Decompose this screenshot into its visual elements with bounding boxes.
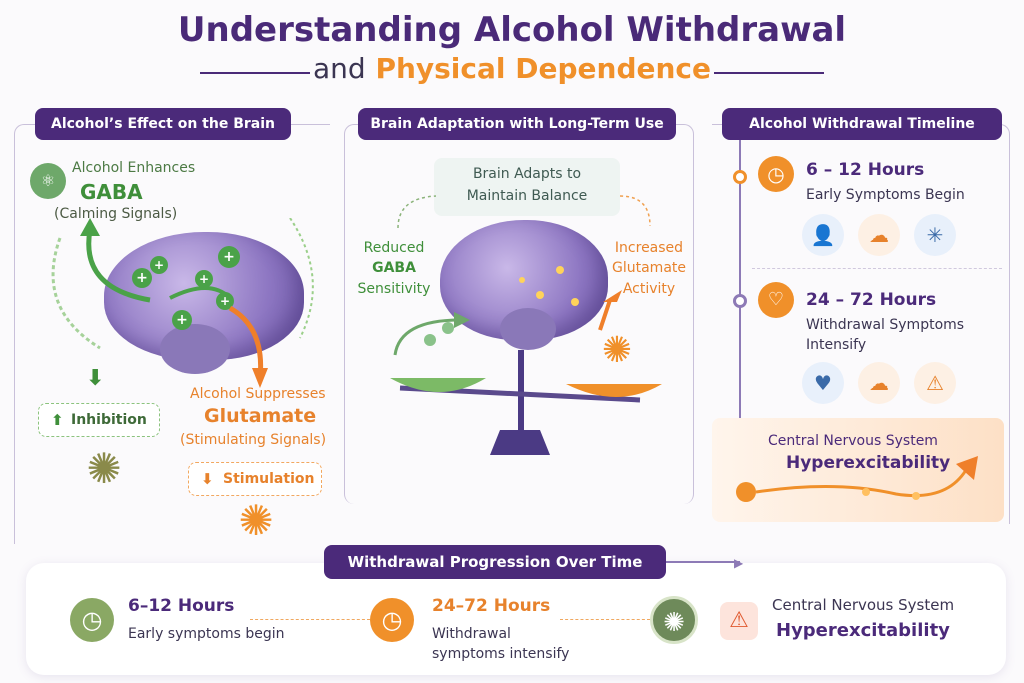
alcohol-enhances-label: Alcohol Enhances <box>72 160 196 176</box>
stimulation-label: Stimulation <box>223 471 315 487</box>
neuron-icon: ✺ <box>650 596 698 644</box>
step3-line1: Central Nervous System <box>772 596 955 614</box>
plus-icon: + <box>195 270 213 288</box>
step2-desc-line1: Withdrawal <box>432 626 511 642</box>
cns-neuron-path <box>736 456 978 502</box>
subtitle-and: and <box>313 52 366 85</box>
arrow-down-icon: ⬇ <box>201 470 214 488</box>
increased-line2: Glutamate <box>612 260 686 276</box>
cerebellum-shape <box>500 308 556 350</box>
cerebellum-shape <box>160 324 230 374</box>
increased-line1: Increased <box>614 240 684 256</box>
plus-icon: + <box>150 256 168 274</box>
stimulation-box: ⬇ Stimulation <box>188 462 322 496</box>
heart-brain-icon: ♡ <box>758 282 794 318</box>
title-divider-right <box>714 72 824 74</box>
progression-heading: Withdrawal Progression Over Time <box>324 545 666 579</box>
warning-icon: ⚠ <box>720 602 758 640</box>
clock-icon: ◷ <box>370 598 414 642</box>
panel1-arrows <box>51 218 314 388</box>
stage2-desc-line2: Intensify <box>806 337 867 353</box>
stage1-desc: Early Symptoms Begin <box>806 187 965 203</box>
timeline-dot <box>733 170 747 184</box>
network-icon: ✳ <box>914 214 956 256</box>
inhibition-label: Inhibition <box>71 412 147 428</box>
neuron-icon: ✺ <box>86 444 122 493</box>
panel1-heading: Alcohol’s Effect on the Brain <box>35 108 291 140</box>
gaba-molecule-icon: ⚛ <box>30 163 66 199</box>
plus-icon: + <box>132 268 152 288</box>
arrow-right-icon: ▶ <box>734 556 744 570</box>
page-subtitle: and Physical Dependence <box>0 52 1024 85</box>
arrow-up-icon: ⬆ <box>51 411 64 429</box>
timeline-line <box>739 140 741 440</box>
stage3-line1: Central Nervous System <box>768 433 938 449</box>
step2-time: 24–72 Hours <box>432 596 551 616</box>
brain-icon: ☁ <box>858 362 900 404</box>
gaba-label: GABA <box>80 180 143 204</box>
glutamate-label: Glutamate <box>204 405 317 427</box>
subtitle-highlight: Physical Dependence <box>375 52 711 85</box>
stage1-time: 6 – 12 Hours <box>806 160 925 180</box>
stage-divider <box>752 268 1002 269</box>
stage3-line2: Hyperexcitability <box>786 453 951 473</box>
warning-icon: ⚠ <box>914 362 956 404</box>
gaba-sub-label: (Calming Signals) <box>54 206 178 222</box>
increased-line3: Activity <box>622 281 676 297</box>
stage2-time: 24 – 72 Hours <box>806 290 937 310</box>
step2-desc-line2: symptoms intensify <box>432 646 570 662</box>
title-divider-left <box>200 72 310 74</box>
reduced-line1: Reduced <box>363 240 425 256</box>
alcohol-suppresses-label: Alcohol Suppresses <box>190 386 326 402</box>
inhibition-box: ⬆ Inhibition <box>38 403 160 437</box>
progression-card <box>26 563 1006 675</box>
reduced-line2: GABA <box>372 260 416 276</box>
panel3-heading: Alcohol Withdrawal Timeline <box>722 108 1002 140</box>
arrow-down-icon: ⬇ <box>86 366 105 391</box>
neuron-icon: ✺ <box>238 496 274 545</box>
step1-time: 6–12 Hours <box>128 596 235 616</box>
connector-line <box>250 619 370 620</box>
adapts-box: Brain Adapts to Maintain Balance <box>434 158 620 216</box>
plus-icon: + <box>218 246 240 268</box>
adapt-dashed-arrows <box>397 195 651 229</box>
adapts-line2: Maintain Balance <box>466 188 588 204</box>
panel2-heading: Brain Adaptation with Long-Term Use <box>358 108 676 140</box>
step3-line2: Hyperexcitability <box>776 620 950 641</box>
balance-scale <box>390 266 662 455</box>
cns-box <box>712 418 1004 522</box>
plus-icon: + <box>172 310 192 330</box>
step1-desc: Early symptoms begin <box>128 626 285 642</box>
page-title: Understanding Alcohol Withdrawal <box>177 10 847 50</box>
person-icon: 👤 <box>802 214 844 256</box>
heartbeat-icon: ♥ <box>802 362 844 404</box>
connector-line <box>560 619 650 620</box>
timeline-dot <box>733 294 747 308</box>
reduced-line3: Sensitivity <box>357 281 431 297</box>
clock-icon: ◷ <box>758 156 794 192</box>
stage2-desc-line1: Withdrawal Symptoms <box>806 317 965 333</box>
adapts-line1: Brain Adapts to <box>472 166 582 182</box>
brain-icon: ☁ <box>858 214 900 256</box>
clock-icon: ◷ <box>70 598 114 642</box>
neuron-icon: ✺ <box>601 330 633 371</box>
glutamate-sub-label: (Stimulating Signals) <box>180 432 327 448</box>
